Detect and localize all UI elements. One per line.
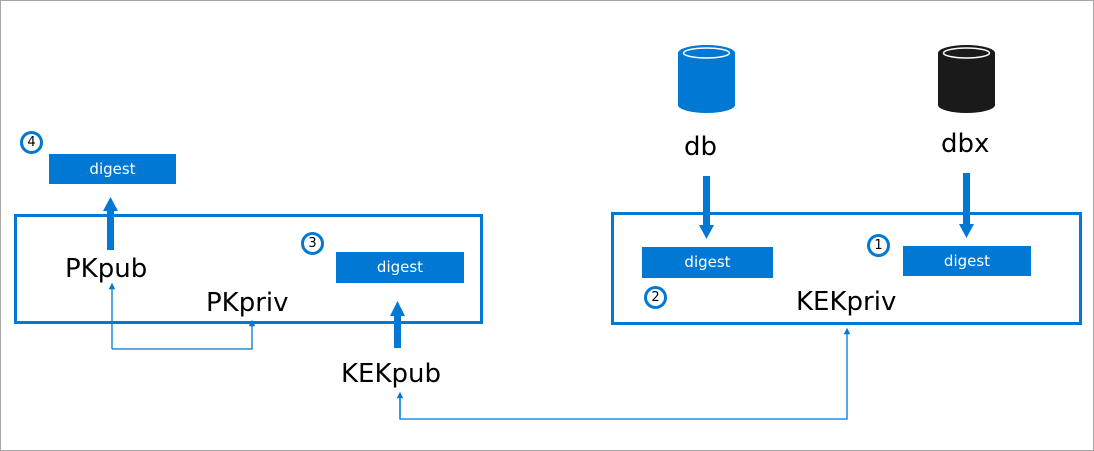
pkpub-label: PKpub	[65, 254, 148, 284]
digest-bar-top-left: digest	[49, 154, 176, 184]
kekpub-label: KEKpub	[341, 359, 442, 389]
dbx-label: dbx	[941, 129, 990, 159]
db-store-cylinder-icon	[678, 45, 735, 113]
step-4-marker: 4	[20, 131, 43, 154]
kekpub-kekpriv-connector	[399, 327, 851, 420]
digest-bar-pk-box: digest	[336, 252, 464, 283]
kek-box	[611, 212, 1082, 325]
db-label: db	[684, 132, 718, 162]
step-2-marker: 2	[644, 286, 667, 309]
dbx-store-cylinder-icon	[938, 45, 995, 113]
step-3-marker: 3	[301, 232, 324, 255]
db-to-digest-arrow	[699, 176, 714, 239]
digest-bar-db: digest	[642, 247, 773, 278]
digest-bar-dbx: digest	[903, 246, 1031, 276]
dbx-to-digest-arrow	[959, 173, 974, 238]
kekpriv-label: KEKpriv	[796, 287, 897, 317]
step-1-marker: 1	[867, 234, 890, 257]
pkpub-pkpriv-connector	[112, 319, 256, 350]
pkpub-to-digest-arrow	[103, 197, 118, 250]
kekpub-to-digest-arrow	[390, 301, 405, 348]
pk-box	[14, 214, 483, 324]
pkpriv-label: PKpriv	[206, 288, 289, 318]
